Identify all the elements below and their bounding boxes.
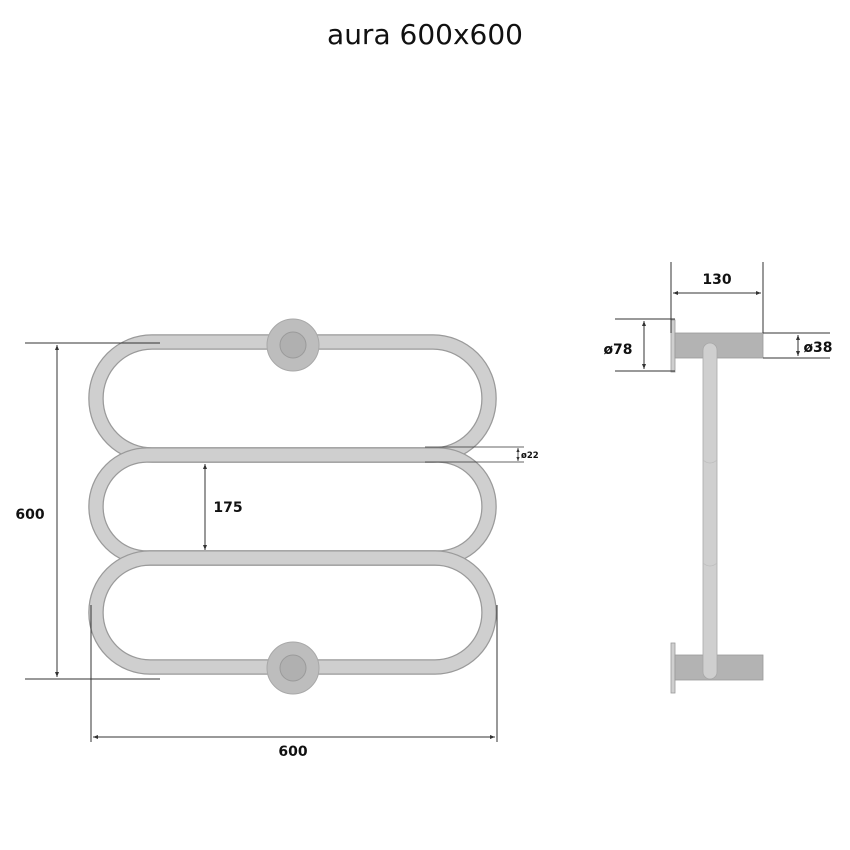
front-view: 600 600 175 ø22 [15,318,539,760]
bracket-diameter-label: ø38 [803,340,832,356]
serpentine-tube [88,334,497,675]
bottom-bracket [674,654,764,681]
side-view: 130 ø78 ø38 [603,262,833,694]
width-dimension [90,605,498,742]
top-bracket [674,332,764,359]
spacing-label: 175 [213,500,242,516]
height-label: 600 [15,507,44,523]
tube-diameter-label: ø22 [521,451,539,461]
depth-dimension [670,262,764,333]
width-label: 600 [278,744,307,760]
bracket-diameter-dimension [763,332,830,359]
top-wall-flange [266,318,320,372]
height-dimension [25,342,160,680]
side-tube [702,342,718,680]
bottom-wall-flange [266,641,320,695]
flange-diameter-dimension [615,318,675,372]
tube-joints [702,459,718,567]
bottom-flange-plate [670,642,676,694]
top-flange-plate [670,319,676,373]
depth-label: 130 [702,272,731,288]
tube-diameter-dimension [425,446,524,463]
flange-diameter-label: ø78 [603,342,632,358]
drawing-title: aura 600x600 [327,18,523,51]
